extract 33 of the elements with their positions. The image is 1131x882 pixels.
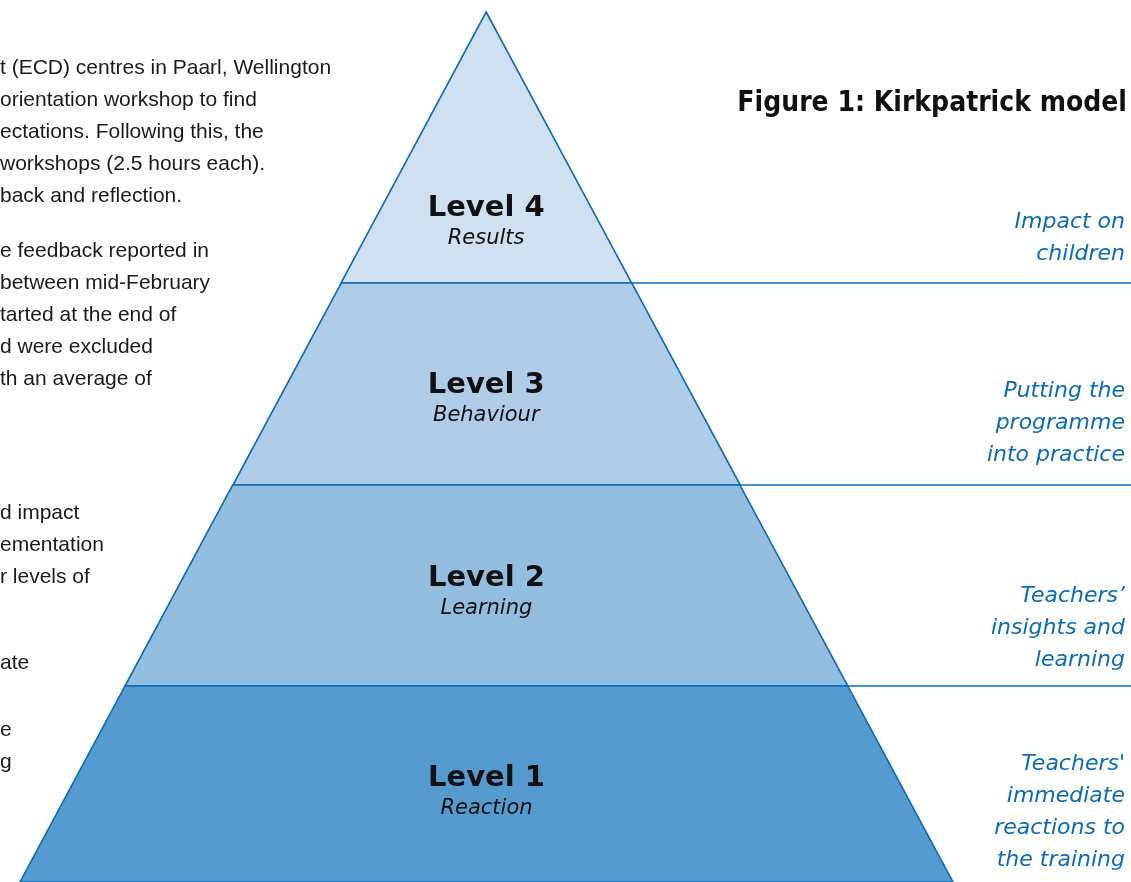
body-text-line: g: [0, 748, 12, 774]
level-heading: Level 2: [427, 559, 545, 593]
level-name: Results: [447, 224, 525, 251]
body-text-line: e feedback reported in: [0, 237, 209, 263]
level-heading: Level 4: [427, 189, 545, 223]
pyramid-top-band: [340, 12, 632, 283]
body-text-line: orientation workshop to find: [0, 86, 257, 112]
body-text-line: e: [0, 716, 12, 742]
pyramid-band: [232, 283, 740, 485]
body-text-line: d were excluded: [0, 333, 153, 359]
body-text-line: workshops (2.5 hours each).: [0, 150, 265, 176]
level-name: Reaction: [440, 794, 533, 821]
level-description: Teachers’ insights and learning: [990, 581, 1125, 673]
body-text-line: back and reflection.: [0, 182, 183, 208]
pyramid-band: [125, 485, 848, 686]
pyramid-band: [20, 686, 953, 882]
level-name: Learning: [440, 594, 533, 621]
level-description: Teachers' immediate reactions to the training: [993, 749, 1125, 873]
level-heading: Level 3: [427, 366, 545, 400]
figure-title: Figure 1: Kirkpatrick model: [737, 84, 1127, 120]
body-text-line: th an average of: [0, 365, 152, 391]
body-text-line: d impact: [0, 499, 80, 525]
body-text-line: r levels of: [0, 563, 90, 589]
body-text-line: between mid-February: [0, 269, 211, 295]
body-text-line: tarted at the end of: [0, 301, 177, 327]
body-text-line: ectations. Following this, the: [0, 118, 264, 144]
body-text-line: t (ECD) centres in Paarl, Wellington: [0, 54, 332, 80]
level-description: Impact on children: [1013, 207, 1125, 267]
level-heading: Level 1: [428, 759, 545, 793]
body-text-line: ementation: [0, 531, 104, 557]
level-name: Behaviour: [433, 401, 540, 428]
level-description: Putting the programme into practice: [985, 376, 1125, 468]
body-text-line: ate: [0, 649, 30, 675]
